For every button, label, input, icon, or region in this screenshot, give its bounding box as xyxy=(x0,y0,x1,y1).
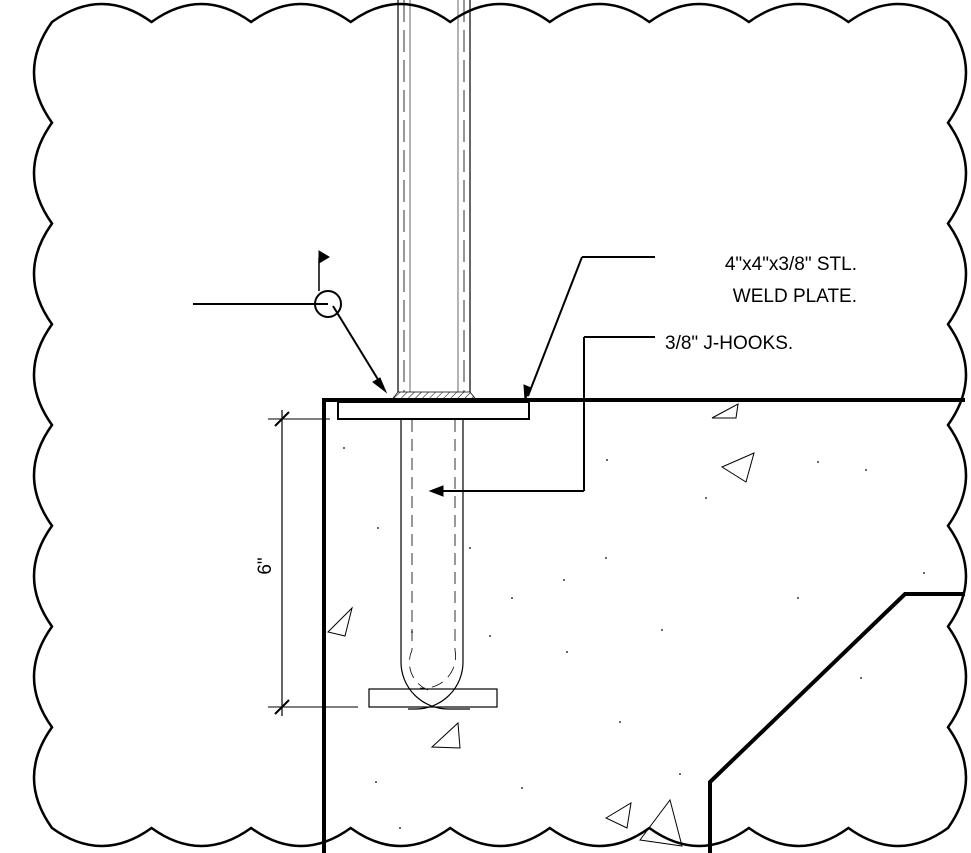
j-hook-arrowhead-icon xyxy=(428,485,444,497)
revision-cloud-outline xyxy=(32,2,968,848)
concrete-stipple xyxy=(343,447,925,829)
field-weld-flag-icon xyxy=(318,250,330,264)
dimension-label: 6" xyxy=(255,557,276,574)
weld-plate-label-line2: WELD PLATE. xyxy=(733,286,857,307)
concrete-footing-outline xyxy=(322,398,965,853)
j-hook-anchor-bar xyxy=(368,688,498,708)
weld-plate-arrowhead-icon xyxy=(523,384,532,402)
dimension-line xyxy=(268,410,358,716)
concrete-aggregate xyxy=(327,403,755,847)
weld-plate xyxy=(337,401,530,420)
weld-symbol xyxy=(193,250,388,394)
revision-cloud xyxy=(32,2,968,848)
j-hook-leader xyxy=(428,336,655,497)
weld-plate-leader xyxy=(523,256,655,402)
weld-plate-label-line1: 4"x4"x3/8" STL. xyxy=(725,254,857,275)
steel-post xyxy=(397,0,471,392)
j-hook xyxy=(368,420,498,710)
leader-arrowhead-icon xyxy=(372,377,388,394)
j-hooks-label: 3/8" J-HOOKS. xyxy=(665,333,793,354)
